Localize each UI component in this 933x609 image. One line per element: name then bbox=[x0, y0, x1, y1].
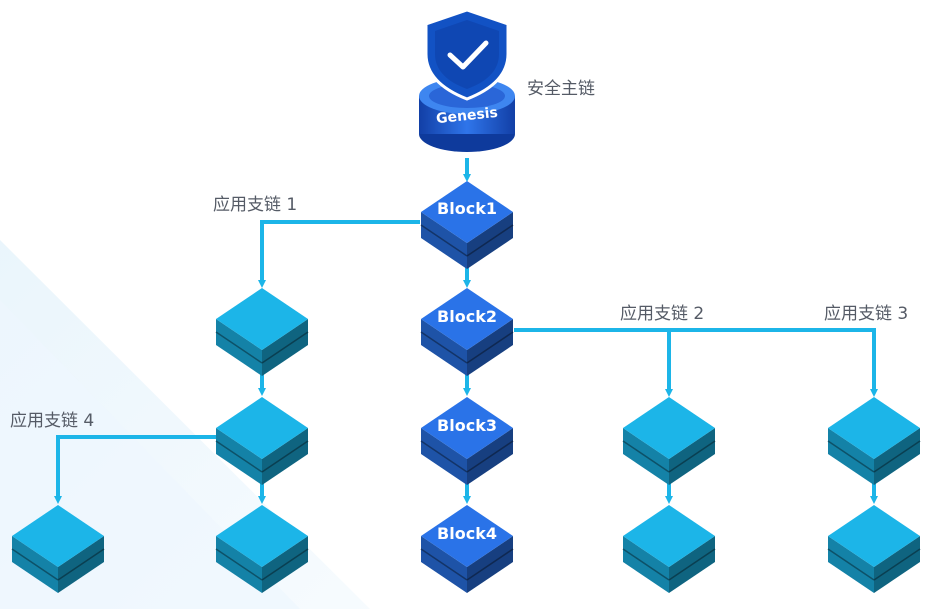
main-block-1 bbox=[420, 181, 514, 269]
branch-1-block-2-top-face bbox=[216, 397, 308, 459]
branch-1-block-1-seam-left bbox=[215, 331, 263, 364]
main-block-4-seam-right bbox=[466, 548, 514, 581]
branch-3-block-2-top-face bbox=[828, 505, 920, 567]
block1-label: Block1 bbox=[437, 199, 497, 218]
genesis-node bbox=[419, 8, 515, 152]
branch-3-block-1 bbox=[827, 397, 921, 485]
branch-1-connector bbox=[258, 220, 420, 288]
branch-4-label: 应用支链 4 bbox=[10, 411, 95, 431]
branch-2-block-1-seam-left bbox=[622, 440, 670, 473]
main-block-2-top-face bbox=[421, 288, 513, 350]
branch-4-connector bbox=[54, 435, 216, 504]
main-block-1-seam-right bbox=[466, 224, 514, 257]
branch-2-block-2-seam-right bbox=[668, 548, 716, 581]
main-block-2-seam-right bbox=[466, 331, 514, 364]
shield-check-icon bbox=[424, 8, 510, 101]
branch-3-block-1-top-face bbox=[828, 397, 920, 459]
main-block-2 bbox=[420, 288, 514, 376]
branch-1-block-1-top-face bbox=[216, 288, 308, 350]
main-block-4-top-face bbox=[421, 505, 513, 567]
branch-3-block-1-seam-left bbox=[827, 440, 875, 473]
branch-3-block-2 bbox=[827, 505, 921, 593]
main-block-4 bbox=[420, 505, 514, 593]
branch-1-block-2 bbox=[215, 397, 309, 485]
main-block-2-seam-left bbox=[420, 331, 468, 364]
branch-1-label: 应用支链 1 bbox=[213, 195, 298, 215]
branch-3-block-2-seam-left bbox=[827, 548, 875, 581]
branch-1-block-3-seam-left bbox=[215, 548, 263, 581]
main-block-3 bbox=[420, 397, 514, 485]
main-block-3-seam-right bbox=[466, 440, 514, 473]
block2-label: Block2 bbox=[437, 307, 497, 326]
branch-2-block-2 bbox=[622, 505, 716, 593]
block4-label: Block4 bbox=[437, 524, 497, 543]
branch-2-label: 应用支链 2 bbox=[620, 304, 705, 324]
branch-4-block-1-seam-left bbox=[11, 548, 59, 581]
branch-1-block-1 bbox=[215, 288, 309, 376]
blocks-layer bbox=[11, 181, 921, 593]
branch-2-block-1 bbox=[622, 397, 716, 485]
branch-4-block-1-seam-right bbox=[57, 548, 105, 581]
branch-1-block-2-seam-right bbox=[261, 440, 309, 473]
main-block-3-seam-left bbox=[420, 440, 468, 473]
block3-label: Block3 bbox=[437, 416, 497, 435]
branch-1-block-2-seam-left bbox=[215, 440, 263, 473]
branch-3-block-2-seam-right bbox=[873, 548, 921, 581]
main-block-3-top-face bbox=[421, 397, 513, 459]
main-chain-label: 安全主链 bbox=[527, 79, 595, 99]
branch-3-block-1-seam-right bbox=[873, 440, 921, 473]
connectors bbox=[54, 158, 878, 504]
branch-2-block-1-seam-right bbox=[668, 440, 716, 473]
branch-2-block-2-seam-left bbox=[622, 548, 670, 581]
branch-1-block-3-seam-right bbox=[261, 548, 309, 581]
main-block-1-seam-left bbox=[420, 224, 468, 257]
branch-1-block-3 bbox=[215, 505, 309, 593]
branch-1-block-1-seam-right bbox=[261, 331, 309, 364]
branch-3-label: 应用支链 3 bbox=[824, 304, 909, 324]
branch-2-block-1-top-face bbox=[623, 397, 715, 459]
branch-1-block-3-top-face bbox=[216, 505, 308, 567]
branch-4-block-1 bbox=[11, 505, 105, 593]
branch-3-connector bbox=[514, 328, 878, 397]
branch-4-block-1-top-face bbox=[12, 505, 104, 567]
branch-2-block-2-top-face bbox=[623, 505, 715, 567]
main-block-1-top-face bbox=[421, 181, 513, 243]
main-block-4-seam-left bbox=[420, 548, 468, 581]
